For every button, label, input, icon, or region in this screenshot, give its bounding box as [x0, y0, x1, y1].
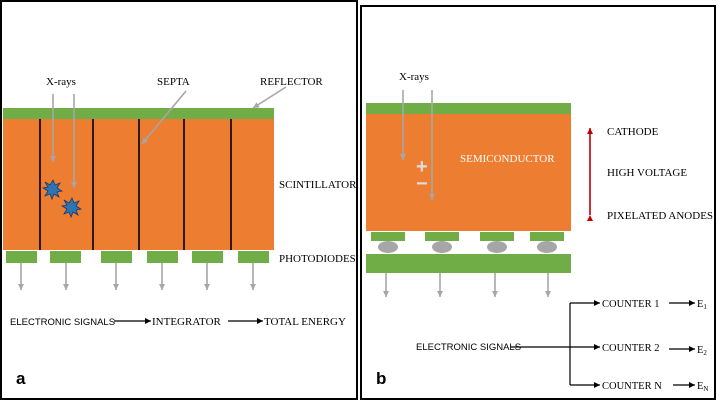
anode-row — [371, 232, 564, 241]
panel-b-frame — [360, 5, 716, 400]
interaction-spark — [60, 197, 83, 219]
energy-1-label: E1 — [697, 299, 707, 311]
high-voltage-label: HIGH VOLTAGE — [607, 167, 687, 179]
integrator-label: INTEGRATOR — [152, 316, 222, 328]
bump-bond — [537, 241, 557, 253]
energy-n-label: EN — [697, 381, 708, 393]
anode-pixel — [425, 232, 459, 241]
counter-n-label: COUNTER N — [602, 381, 662, 392]
semiconductor-label: SEMICONDUCTOR — [460, 153, 555, 165]
reflector-label: REFLECTOR — [260, 76, 323, 88]
xray-arrows-b — [400, 90, 435, 200]
photodiodes-label: PHOTODIODES — [279, 253, 356, 265]
panel-b: + − SEMICONDUCTOR X-rays CATHODE HIGH VO… — [360, 5, 716, 400]
counter-2-label: COUNTER 2 — [602, 343, 659, 354]
photodiode — [238, 251, 269, 263]
anode-pixel — [530, 232, 564, 241]
cathode-layer — [366, 103, 571, 114]
reflector-layer — [3, 108, 274, 119]
pixelated-anodes-label: PIXELATED ANODES — [607, 210, 713, 222]
scintillator-label: SCINTILLATOR — [279, 179, 357, 191]
semiconductor-block — [366, 114, 571, 231]
photodiode — [50, 251, 81, 263]
bump-bond — [378, 241, 398, 253]
septa-label: SEPTA — [157, 76, 190, 88]
bump-bond — [432, 241, 452, 253]
xray-arrows-a — [50, 94, 77, 188]
energy-2-label: E2 — [697, 345, 707, 357]
xrays-label-b: X-rays — [399, 71, 429, 83]
panel-a: X-rays SEPTA REFLECTOR SCINTILLATOR PHOT… — [0, 0, 358, 400]
septa-group — [39, 119, 232, 250]
anode-pixel — [371, 232, 405, 241]
energy-2-letter: E — [697, 345, 703, 356]
plus-charge: + — [416, 156, 428, 178]
energy-n-sub: N — [703, 385, 708, 393]
total-energy-label: TOTAL ENERGY — [264, 316, 346, 328]
energy-1-letter: E — [697, 299, 703, 310]
septa-pointer — [141, 90, 187, 145]
energy-n-letter: E — [697, 381, 703, 392]
panel-a-frame — [0, 0, 358, 400]
interaction-spark — [41, 179, 64, 201]
photodiode — [101, 251, 132, 263]
xrays-label-a: X-rays — [46, 76, 76, 88]
minus-charge: − — [416, 173, 428, 195]
energy-2-sub: 2 — [703, 349, 707, 357]
photodiode — [192, 251, 223, 263]
bump-bond — [487, 241, 507, 253]
panel-a-label: a — [16, 369, 26, 388]
photodiode-output-arrows — [18, 263, 256, 290]
cathode-label: CATHODE — [607, 126, 659, 138]
readout-output-arrows — [383, 273, 551, 297]
bump-bond-row — [378, 241, 557, 253]
anode-pixel — [480, 232, 514, 241]
photodiode — [6, 251, 37, 263]
counter-1-label: COUNTER 1 — [602, 299, 659, 310]
panel-b-label: b — [376, 369, 386, 388]
readout-substrate — [366, 254, 571, 273]
photodiode-row — [6, 251, 269, 263]
energy-1-sub: 1 — [703, 303, 707, 311]
reflector-pointer — [252, 86, 287, 109]
electronic-signals-label-b: ELECTRONIC SIGNALS — [416, 342, 521, 353]
photodiode — [147, 251, 178, 263]
electronic-signals-label-a: ELECTRONIC SIGNALS — [10, 317, 115, 328]
